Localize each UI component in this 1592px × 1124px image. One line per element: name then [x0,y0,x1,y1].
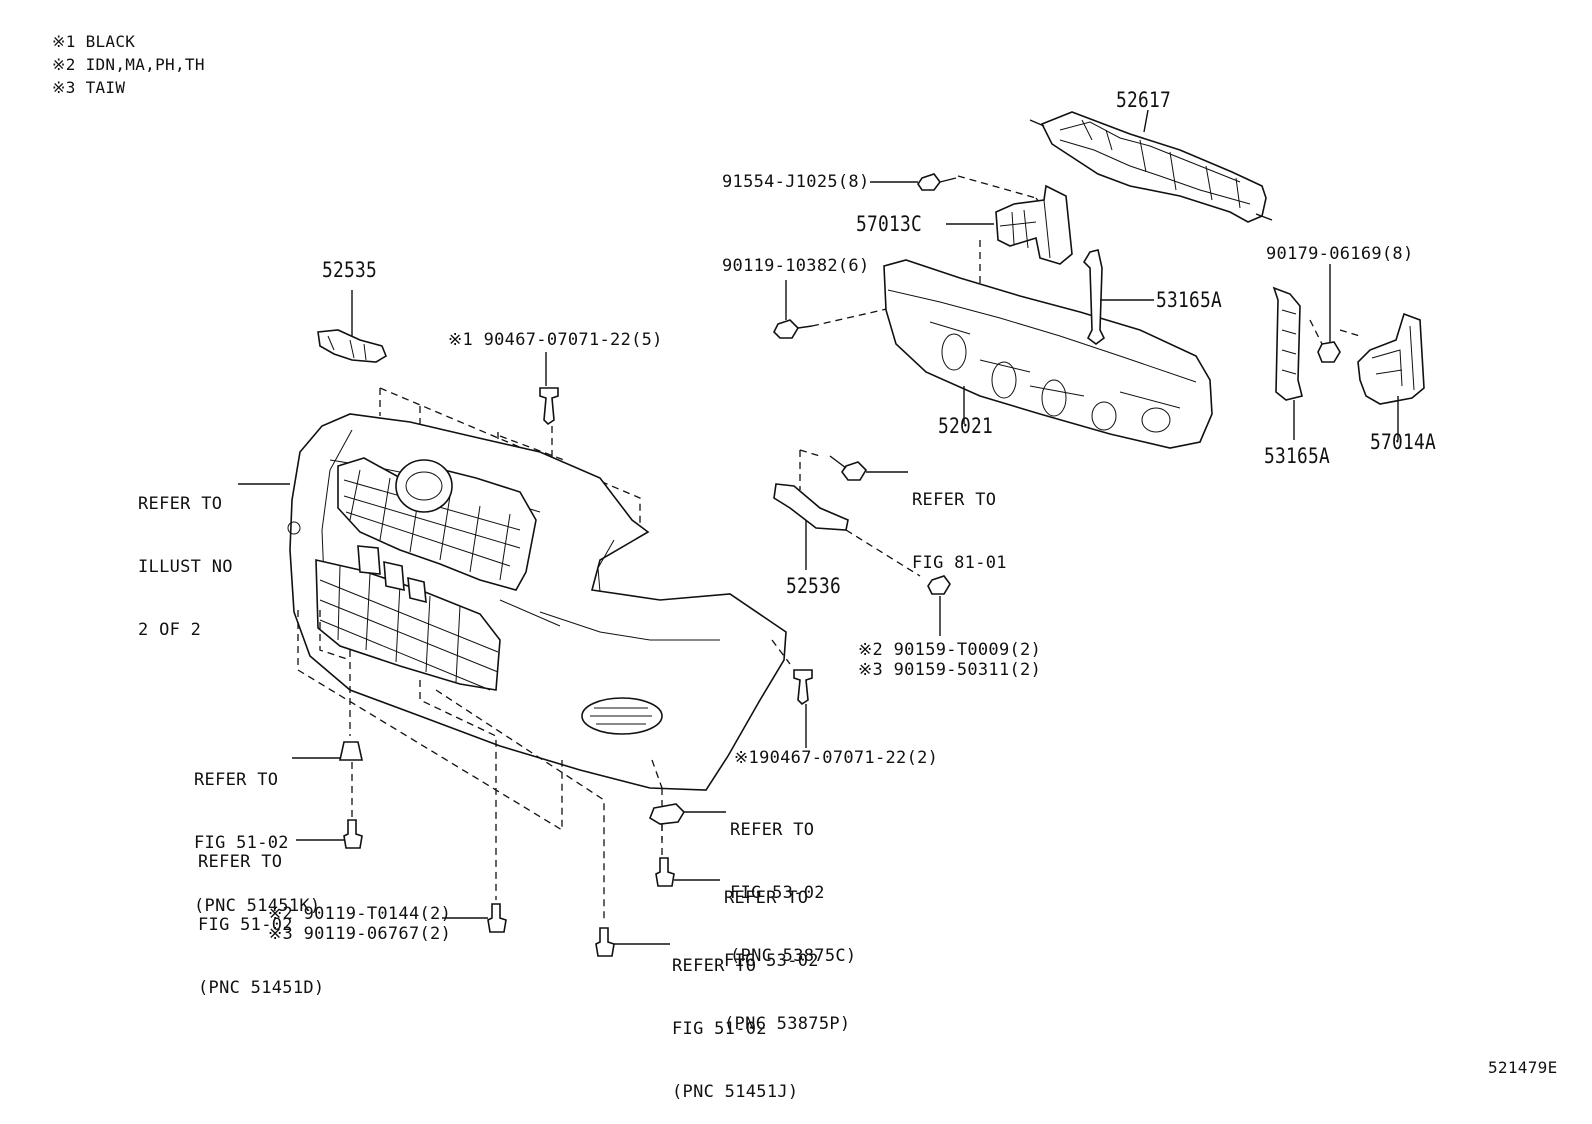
part-label-52617[interactable]: 52617 [1116,88,1172,112]
part-label-57014A[interactable]: 57014A [1370,430,1437,454]
bolt-90119-T0144 [487,903,507,933]
ref-pnc-51451D[interactable]: REFER TO FIG 51-02 (PNC 51451D) [198,810,324,1020]
ref-line: 2 OF 2 [138,620,202,640]
part-label-90467-07071-22-bottom[interactable]: ※190467-07071-22(2) [734,748,939,768]
part-label-90119-T0144[interactable]: ※2 90119-T0144(2) [268,904,452,924]
clip-51451K [339,741,363,761]
ref-line: FIG 51-02 [672,1019,767,1039]
part-label-90159-50311[interactable]: ※3 90159-50311(2) [858,660,1042,680]
ref-line: FIG 53-02 [724,951,819,971]
part-label-52536[interactable]: 52536 [786,574,842,598]
bolt-90159 [927,575,951,595]
footnote-3: ※3 TAIW [52,78,126,97]
part-label-91554-J1025[interactable]: 91554-J1025(8) [722,172,870,192]
bumper-cover [287,413,787,791]
bracket-57013C [995,184,1073,265]
ref-pnc-53875C[interactable]: REFER TO FIG 53-02 (PNC 53875C) [730,778,856,988]
ref-fig-81-01[interactable]: REFER TO FIG 81-01 [912,448,1007,595]
ref-line: (PNC 51451J) [672,1082,799,1102]
absorber-52021 [883,259,1213,449]
ref-line: (PNC 53875P) [724,1014,851,1034]
ref-line: (PNC 51451D) [198,978,325,998]
ref-line: REFER TO [198,852,283,872]
ref-line: REFER TO [194,770,279,790]
ref-line: REFER TO [724,888,809,908]
part-label-52021[interactable]: 52021 [938,414,994,438]
ref-line: (PNC 53875C) [730,946,857,966]
bolt-53875P [655,857,675,887]
ref-line: FIG 51-02 [194,833,289,853]
part-label-53165A-right[interactable]: 53165A [1264,444,1331,468]
clip-52535 [317,329,387,363]
bolt-90119-10382 [773,319,813,339]
bolt-91554 [917,173,957,191]
bolt-51451D [343,819,363,849]
part-label-53165A-top[interactable]: 53165A [1156,288,1223,312]
clip-90467-bottom [793,669,813,706]
footnote-2: ※2 IDN,MA,PH,TH [52,55,205,74]
clip-90467-top [539,387,559,426]
part-label-90119-10382[interactable]: 90119-10382(6) [722,256,870,276]
ref-pnc-53875P[interactable]: REFER TO FIG 53-02 (PNC 53875P) [724,846,850,1056]
ref-illust-no[interactable]: REFER TO ILLUST NO 2 OF 2 [138,452,233,662]
ref-line: REFER TO [912,490,997,510]
ref-line: (PNC 51451K) [194,896,321,916]
ref-line: FIG 81-01 [912,553,1007,573]
retainer-53165A-top [1082,249,1106,345]
ref-illust-leader [238,483,290,485]
ref-line: REFER TO [730,820,815,840]
bracket-57014A [1357,312,1425,405]
parts-illustration [287,109,1425,957]
bolt-51451J [595,927,615,957]
ref-line: REFER TO [138,494,223,514]
part-label-90179-06169[interactable]: 90179-06169(8) [1266,244,1414,264]
ref-line: ILLUST NO [138,557,233,577]
part-label-90159-T0009[interactable]: ※2 90159-T0009(2) [858,640,1042,660]
part-label-90119-06767[interactable]: ※3 90119-06767(2) [268,924,452,944]
ref-line: FIG 51-02 [198,915,293,935]
ref-line: FIG 53-02 [730,883,825,903]
retainer-53165A-right [1272,286,1303,401]
ref-pnc-51451K[interactable]: REFER TO FIG 51-02 (PNC 51451K) [194,728,320,938]
footnote-1: ※1 BLACK [52,32,136,51]
clip-53875C [649,803,686,825]
diagram-id: 521479E [1488,1058,1558,1077]
part-label-57013C[interactable]: 57013C [856,212,923,236]
part-label-52535[interactable]: 52535 [322,258,378,282]
part-label-90467-07071-22-top[interactable]: ※1 90467-07071-22(5) [448,330,663,350]
nut-90179 [1317,341,1341,363]
ref-line: REFER TO [672,956,757,976]
bolt-81-01 [829,455,868,481]
reinforcement-52617-shape [1029,111,1273,223]
ref-pnc-51451J[interactable]: REFER TO FIG 51-02 (PNC 51451J) [672,914,798,1124]
